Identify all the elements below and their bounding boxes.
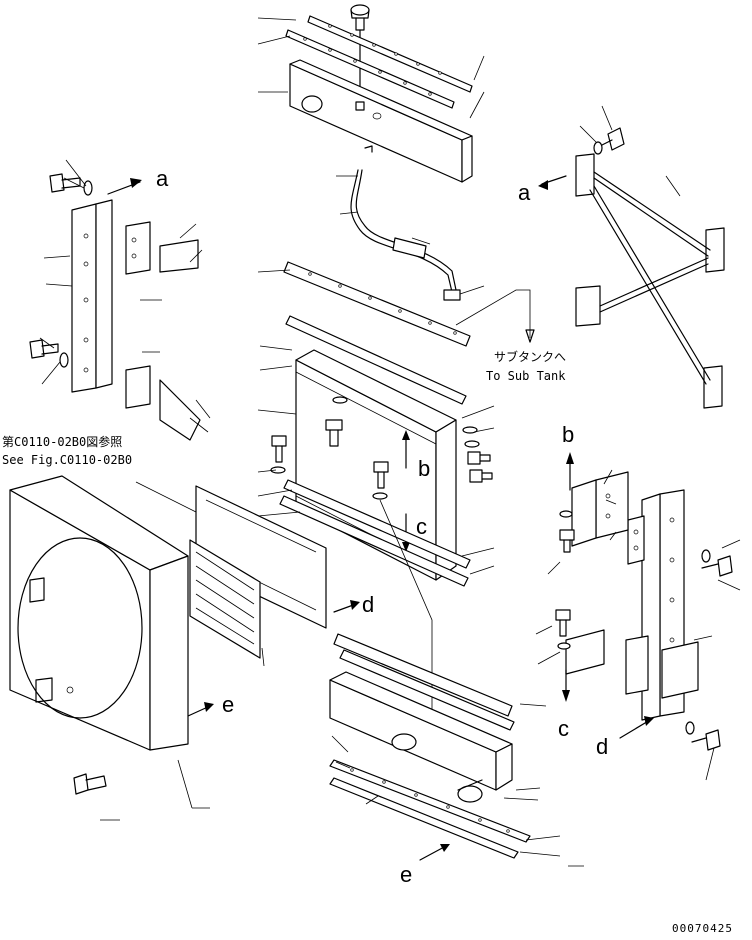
core-gasket-bottom: [283, 479, 471, 569]
stay-frame-group: a: [518, 127, 725, 409]
shroud-bolt: [73, 773, 107, 795]
core-gasket-top-2: [285, 315, 467, 405]
label-a-right: a: [518, 180, 531, 205]
cooler-fins: [195, 551, 255, 645]
label-e-left: e: [222, 692, 234, 717]
core-gasket-top: [283, 261, 471, 347]
gasket-holes-top: [303, 24, 442, 96]
left-side-bracket-group: a: [29, 166, 201, 441]
leader-lines: [39, 17, 741, 867]
cooler-frame: [195, 485, 327, 629]
label-a-left: a: [156, 166, 169, 191]
label-c-right: c: [558, 716, 569, 741]
stay-plate-right: [705, 227, 725, 273]
label-c-center: c: [416, 514, 427, 539]
label-d-center: d: [362, 592, 374, 617]
left-bracket-main: [71, 203, 97, 393]
sub-tank-note-jp: サブタンクへ: [494, 349, 566, 364]
sub-tank-note-en: To Sub Tank: [486, 369, 566, 383]
stay-rod-1: [593, 171, 711, 251]
see-fig-note-en: See Fig.C0110-02B0: [2, 453, 132, 467]
oil-cooler-group: d: [189, 485, 374, 659]
label-e-bottom: e: [400, 862, 412, 887]
lower-tank-group: e: [329, 633, 531, 887]
right-bracket-bolts: [555, 510, 733, 751]
arrow-e-bottom: [419, 845, 447, 861]
right-bracket-holes: [605, 493, 675, 643]
core-gasket-holes: [308, 272, 457, 335]
stay-rod-3: [599, 257, 709, 307]
see-fig-note-jp: 第C0110-02B0図参照: [2, 434, 122, 449]
stay-plate-bottom: [703, 365, 723, 409]
upper-tank-group: サブタンクへ To Sub Tank: [285, 4, 566, 383]
core-bolts: [270, 396, 493, 500]
left-bracket-holes: [83, 233, 137, 373]
arrow-d-right: [619, 719, 651, 739]
fan-shroud-group: e 第C0110-02B0図参照 See Fig.C0110-02B0: [2, 434, 234, 795]
label-b-right: b: [562, 422, 574, 447]
stay-bolt: [593, 127, 625, 155]
stay-plate-top-left: [575, 153, 595, 197]
upper-tank: [289, 59, 473, 183]
radiator-core-group: b c: [270, 261, 493, 760]
lower-tank-gasket: [333, 633, 513, 717]
overflow-hose: [350, 169, 461, 301]
lower-gasket-holes: [350, 768, 510, 833]
label-b-center: b: [418, 456, 430, 481]
drawing-code: 00070425: [672, 922, 733, 935]
stay-plate-left-mid: [575, 285, 601, 327]
fan-opening: [17, 537, 143, 719]
left-bracket-bolts: [29, 173, 93, 368]
lower-gasket-strip-2: [329, 777, 519, 859]
core-gasket-bottom-2: [279, 495, 469, 587]
label-d-right: d: [596, 734, 608, 759]
upper-gasket-strip-2: [285, 29, 455, 109]
right-side-bracket-group: b c d: [555, 422, 733, 759]
lower-tank: [329, 671, 513, 803]
